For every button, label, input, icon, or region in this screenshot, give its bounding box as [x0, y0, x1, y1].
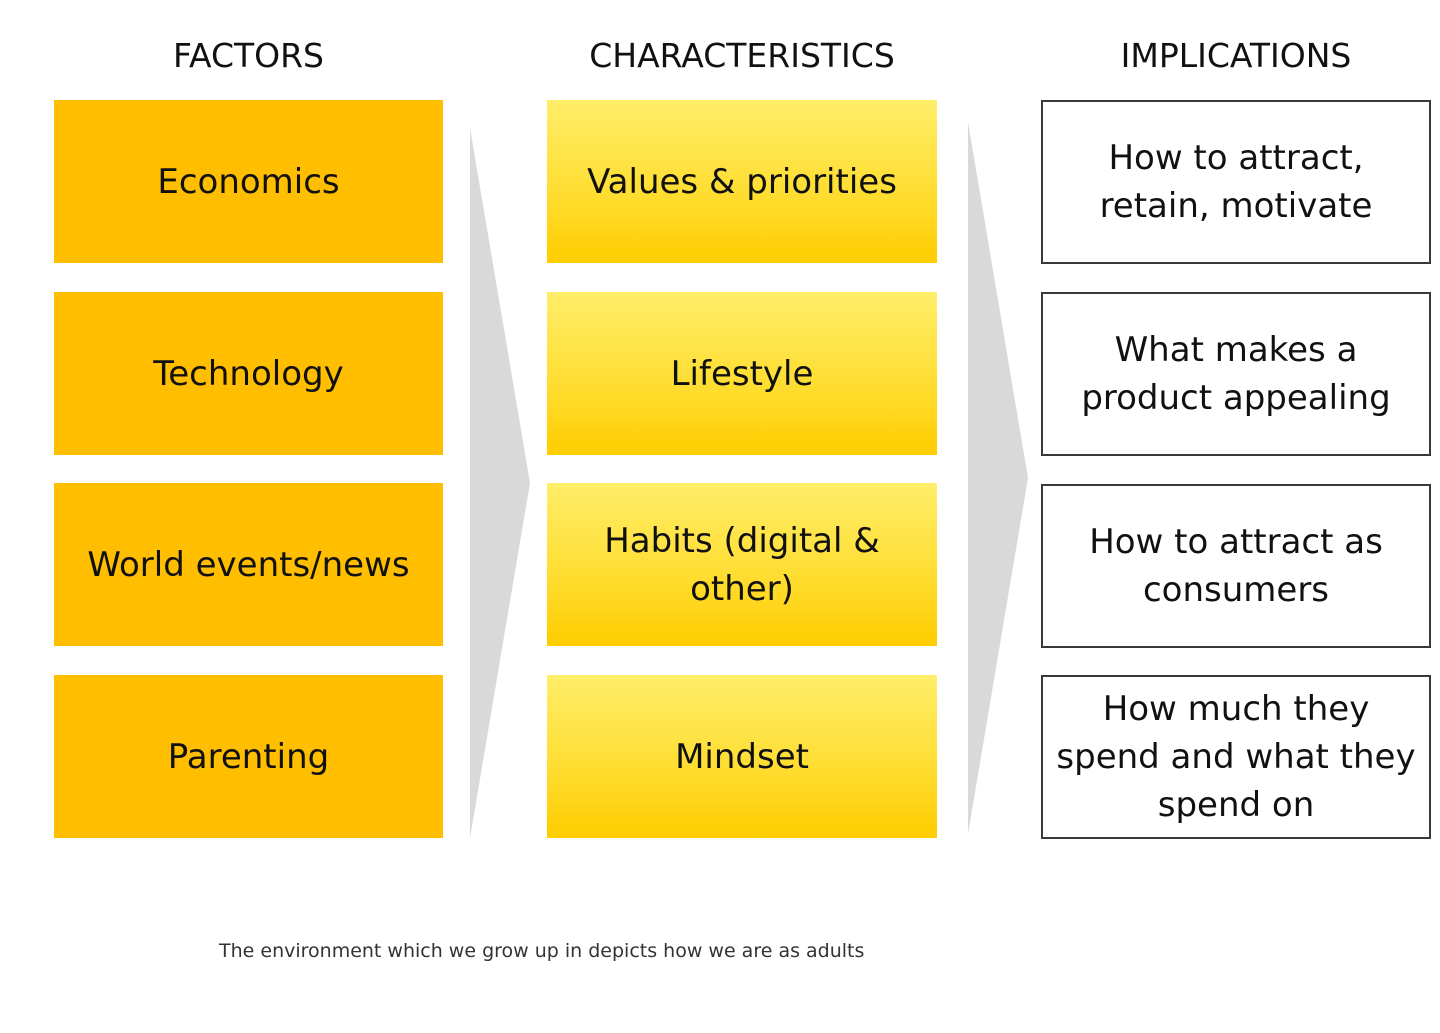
characteristics-heading: CHARACTERISTICS [589, 36, 895, 75]
factor-box-technology: Technology [54, 292, 443, 455]
factors-heading: FACTORS [173, 36, 324, 75]
characteristic-box-habits: Habits (digital & other) [547, 483, 937, 646]
factor-box-world-events: World events/news [54, 483, 443, 646]
characteristic-box-mindset: Mindset [547, 675, 937, 838]
characteristic-box-lifestyle: Lifestyle [547, 292, 937, 455]
arrow-icon-characteristics-to-implications [968, 122, 1028, 834]
implication-box-product-appeal: What makes a product appealing [1041, 292, 1431, 456]
implication-box-attract-retain: How to attract, retain, motivate [1041, 100, 1431, 264]
implications-heading: IMPLICATIONS [1120, 36, 1352, 75]
characteristic-box-values: Values & priorities [547, 100, 937, 263]
factor-box-parenting: Parenting [54, 675, 443, 838]
arrow-icon-factors-to-characteristics [470, 128, 530, 838]
implication-box-attract-consumers: How to attract as consumers [1041, 484, 1431, 648]
diagram-caption: The environment which we grow up in depi… [219, 940, 865, 962]
implication-box-spending: How much they spend and what they spend … [1041, 675, 1431, 839]
factor-box-economics: Economics [54, 100, 443, 263]
